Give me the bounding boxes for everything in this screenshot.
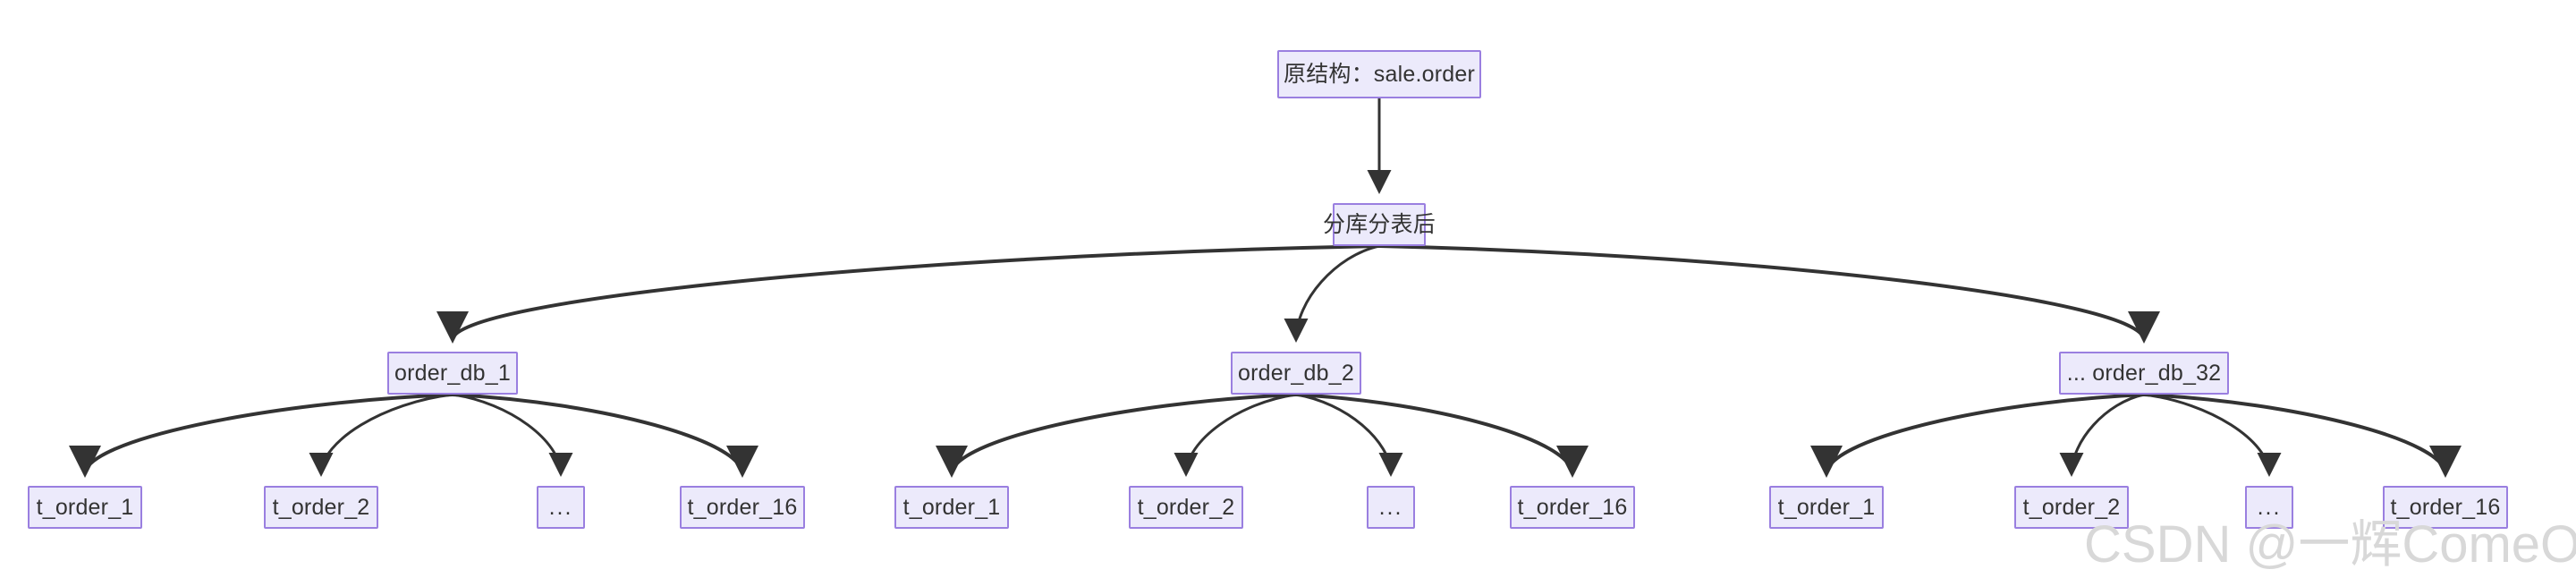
node-db2-ellipsis-label: ... [1378,494,1403,520]
node-db2-t-order-16[interactable]: t_order_16 [1510,486,1635,529]
node-order-db-2-label: order_db_2 [1238,360,1354,386]
node-order-db-2[interactable]: order_db_2 [1231,352,1361,395]
edge-paths [69,98,2462,478]
edge-db2-to-g2_dots [1295,393,1403,477]
node-db32-ellipsis-label: ... [2257,494,2282,520]
edge-db2-to-g2_t1 [936,393,1297,478]
node-db32-t-order-16-label: t_order_16 [2390,494,2501,520]
edge-db32-to-g3_t1 [1810,393,2145,478]
node-db1-t-order-16-label: t_order_16 [687,494,798,520]
node-db1-ellipsis-label: ... [548,494,573,520]
node-db1-ellipsis[interactable]: ... [537,486,585,529]
edge-db1-to-g1_t2 [309,393,453,477]
edge-db1-to-g1_t1 [69,393,453,478]
node-root-label: 原结构：sale.order [1284,61,1475,87]
node-order-db-1-label: order_db_1 [394,360,511,386]
node-db32-t-order-1-label: t_order_1 [1777,494,1876,520]
edge-db32-to-g3_t16 [2143,393,2462,478]
node-order-db-1[interactable]: order_db_1 [387,352,518,395]
edge-db2-to-g2_t16 [1295,393,1589,478]
edge-db1-to-g1_dots [452,393,573,477]
node-db32-ellipsis[interactable]: ... [2245,486,2293,529]
node-db32-t-order-16[interactable]: t_order_16 [2383,486,2508,529]
node-db2-t-order-1[interactable]: t_order_1 [894,486,1009,529]
node-order-db-32[interactable]: ... order_db_32 [2059,352,2229,395]
node-db1-t-order-2[interactable]: t_order_2 [264,486,378,529]
node-db1-t-order-1[interactable]: t_order_1 [28,486,142,529]
edge-split-to-db32 [1378,244,2160,344]
node-order-db-32-label: ... order_db_32 [2066,360,2222,386]
node-db1-t-order-16[interactable]: t_order_16 [680,486,805,529]
edge-db2-to-g2_t2 [1174,393,1297,477]
node-db2-t-order-16-label: t_order_16 [1517,494,1628,520]
node-db1-t-order-2-label: t_order_2 [272,494,370,520]
node-db2-t-order-2-label: t_order_2 [1137,494,1235,520]
node-db2-t-order-2[interactable]: t_order_2 [1129,486,1243,529]
node-db2-ellipsis[interactable]: ... [1367,486,1415,529]
node-db32-t-order-2[interactable]: t_order_2 [2014,486,2129,529]
edge-db32-to-g3_t2 [2059,393,2145,477]
edge-split-to-db2 [1284,244,1380,343]
node-root[interactable]: 原结构：sale.order [1277,50,1481,98]
node-db1-t-order-1-label: t_order_1 [36,494,134,520]
edge-db1-to-g1_t16 [452,393,758,478]
node-db32-t-order-2-label: t_order_2 [2022,494,2121,520]
node-db32-t-order-1[interactable]: t_order_1 [1769,486,1884,529]
edge-db32-to-g3_dots [2143,393,2282,477]
node-db2-t-order-1-label: t_order_1 [902,494,1001,520]
node-split-label: 分库分表后 [1323,211,1436,237]
edge-split-to-db1 [436,244,1380,344]
node-split[interactable]: 分库分表后 [1323,203,1436,246]
